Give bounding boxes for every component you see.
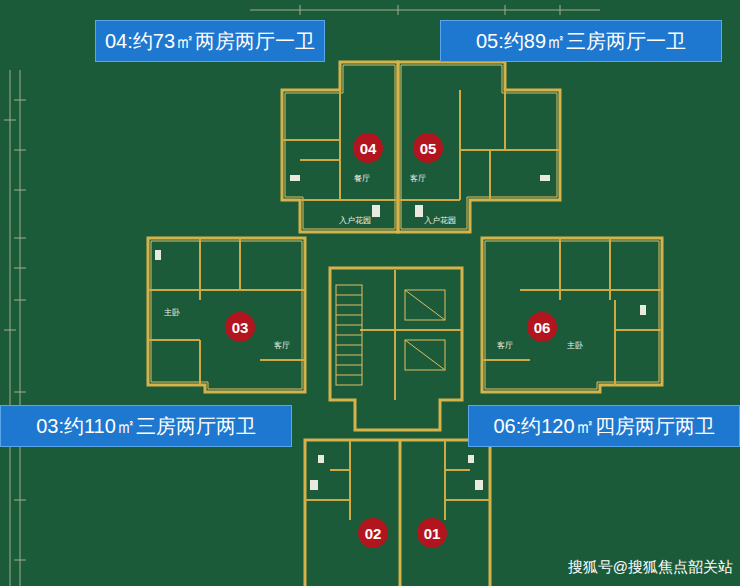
unit-inner-lines <box>151 65 659 389</box>
unit-number-circle: 05 <box>413 133 443 163</box>
interior-walls <box>148 90 662 520</box>
unit-number-circle: 02 <box>358 518 388 548</box>
stairs <box>336 285 445 385</box>
unit-outlines <box>148 62 662 586</box>
unit-number-circle: 03 <box>225 312 255 342</box>
room-label: 入户花园 <box>423 215 457 226</box>
unit-type-banner: 05:约89㎡三房两厅一卫 <box>440 20 722 62</box>
watermark: 搜狐号@搜狐焦点韶关站 <box>567 558 734 577</box>
unit-type-banner: 06:约120㎡四房两厅两卫 <box>468 405 740 447</box>
callout-number: 06 <box>534 319 551 336</box>
unit-number-circle: 06 <box>527 312 557 342</box>
room-label: 客厅 <box>409 173 427 184</box>
callout-number: 03 <box>232 319 249 336</box>
dimension-rulers <box>4 5 600 586</box>
unit-type-text: 03:约110㎡三房两厅两卫 <box>36 413 256 440</box>
callout-number: 02 <box>365 525 382 542</box>
unit-type-text: 04:约73㎡两房两厅一卫 <box>105 28 315 55</box>
unit-number-circle: 04 <box>353 133 383 163</box>
room-label: 入户花园 <box>338 215 372 226</box>
room-label: 餐厅 <box>353 173 371 184</box>
callout-number: 04 <box>360 140 377 157</box>
unit-type-text: 06:约120㎡四房两厅两卫 <box>493 413 714 440</box>
callout-number: 01 <box>424 525 441 542</box>
unit-type-text: 05:约89㎡三房两厅一卫 <box>476 28 686 55</box>
callout-number: 05 <box>420 140 437 157</box>
room-label: 主卧 <box>566 340 584 351</box>
room-label: 客厅 <box>496 340 514 351</box>
unit-type-banner: 03:约110㎡三房两厅两卫 <box>0 405 292 447</box>
room-label: 主卧 <box>163 307 181 318</box>
unit-number-circle: 01 <box>417 518 447 548</box>
unit-type-banner: 04:约73㎡两房两厅一卫 <box>95 20 325 62</box>
room-label: 客厅 <box>273 340 291 351</box>
